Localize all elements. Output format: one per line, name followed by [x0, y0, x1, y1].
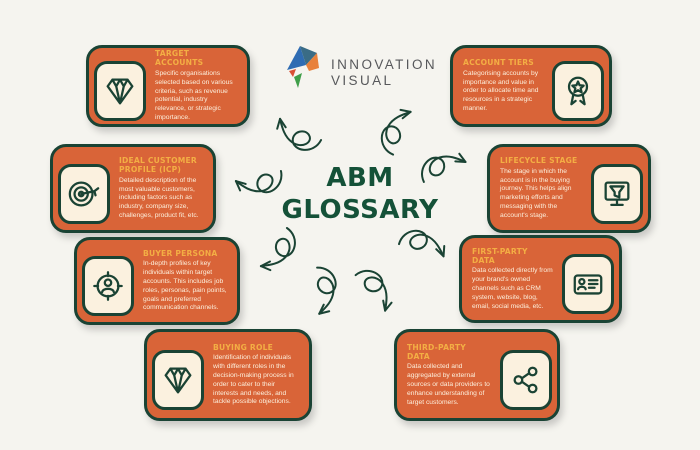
card-body: In-depth profiles of key individuals wit…	[143, 260, 227, 312]
logo-line1: INNOVATION	[331, 57, 438, 72]
persona-target-icon	[82, 256, 134, 316]
card-title: LIFECYCLE STAGE	[500, 156, 578, 166]
card-body: Identification of individuals with diffe…	[213, 354, 294, 406]
card-account-tiers: ACCOUNT TIERS Categorising accounts by i…	[450, 45, 612, 127]
card-title: BUYER PERSONA	[143, 248, 218, 258]
card-title: TARGET ACCOUNTS	[155, 49, 204, 68]
id-card-icon	[562, 254, 614, 314]
share-network-icon	[500, 350, 552, 410]
card-body: Categorising accounts by importance and …	[463, 69, 539, 113]
card-body: The stage in which the account is in the…	[500, 167, 572, 219]
card-target-accounts: TARGET ACCOUNTS Specific organisations s…	[86, 45, 250, 127]
logo-line2: VISUAL	[331, 72, 394, 88]
target-arrow-icon	[58, 163, 110, 224]
arrow-to-third-party-data	[354, 264, 395, 317]
card-body: Data collected directly from your brand'…	[472, 267, 553, 310]
card-third-party-data: THIRD-PARTY DATA Data collected and aggr…	[394, 329, 560, 421]
page-title-line2: GLOSSARY	[281, 194, 439, 225]
origami-bird-logo-icon	[287, 46, 319, 88]
rosette-award-icon	[552, 61, 604, 121]
innovation-visual-logo: INNOVATION VISUAL	[285, 44, 437, 92]
logo-wordmark: INNOVATION VISUAL	[331, 57, 438, 89]
card-lifecycle-stage: LIFECYCLE STAGE The stage in which the a…	[487, 144, 651, 233]
page-title: ABM GLOSSARY	[262, 163, 458, 226]
arrow-to-target-accounts	[272, 107, 323, 158]
arrow-to-first-party-data	[397, 223, 450, 270]
arrow-to-account-tiers	[373, 105, 423, 157]
card-title: ACCOUNT TIERS	[463, 58, 534, 68]
card-first-party-data: FIRST-PARTY DATA Data collected directly…	[459, 235, 622, 323]
funnel-monitor-icon	[591, 163, 643, 224]
card-buying-role: BUYING ROLE Identification of individual…	[144, 329, 312, 421]
card-body: Specific organisations selected based on…	[155, 69, 233, 122]
card-body: Detailed description of the most valuabl…	[119, 176, 199, 220]
card-title: IDEAL CUSTOMER PROFILE (ICP)	[119, 156, 197, 175]
diamond-icon	[94, 61, 146, 121]
arrow-to-buyer-persona	[251, 226, 303, 275]
arrow-to-ideal-customer-profile	[234, 166, 283, 195]
diamond-icon	[152, 350, 204, 410]
card-title: BUYING ROLE	[213, 342, 274, 352]
arrow-to-buying-role	[304, 265, 341, 318]
card-body: Data collected and aggregated by externa…	[407, 363, 490, 406]
card-buyer-persona: BUYER PERSONA In-depth profiles of key i…	[74, 237, 240, 325]
card-ideal-customer-profile: IDEAL CUSTOMER PROFILE (ICP) Detailed de…	[50, 144, 216, 233]
card-title: THIRD-PARTY DATA	[407, 342, 466, 361]
arrow-to-lifecycle-stage	[418, 152, 469, 184]
page-title-line1: ABM	[326, 163, 394, 193]
card-title: FIRST-PARTY DATA	[472, 246, 528, 265]
